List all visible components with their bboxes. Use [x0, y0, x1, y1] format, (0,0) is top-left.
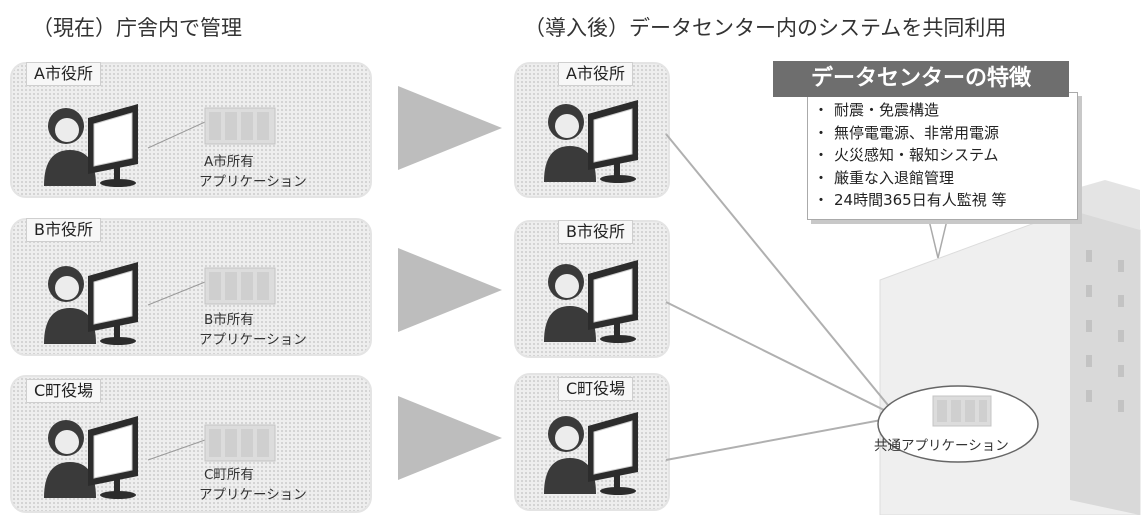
workstation-icon-current-c [44, 416, 138, 499]
person-icon [544, 264, 596, 342]
monitor-icon [88, 416, 138, 499]
after-office-label-a: A市役所 [558, 62, 633, 86]
heading-current: （現在）庁舎内で管理 [32, 16, 242, 40]
person-icon [544, 104, 596, 182]
monitor-icon [88, 262, 138, 345]
person-icon [44, 108, 96, 186]
features-title: データセンターの特徴 [773, 61, 1069, 97]
workstation-icon-after-b [544, 260, 638, 343]
arrow-icon-b [398, 248, 502, 332]
shared-app-label: 共通アプリケーション [874, 438, 1009, 454]
monitor-icon [588, 260, 638, 343]
workstation-icon-current-a [44, 104, 138, 187]
current-office-label-c: C町役場 [26, 379, 102, 403]
monitor-icon [588, 412, 638, 495]
current-office-label-b: B市役所 [26, 218, 101, 242]
current-app-label-c: C町所有 アプリケーション [199, 467, 307, 503]
feature-item: ・火災感知・報知システム [813, 146, 999, 164]
server-rack-icon [204, 267, 276, 305]
after-office-label-b: B市役所 [558, 220, 633, 244]
workstation-icon-current-b [44, 262, 138, 345]
workstation-icon-after-a [544, 100, 638, 183]
server-rack-icon [932, 395, 992, 427]
server-rack-icon [204, 107, 276, 145]
current-connections [147, 107, 276, 462]
current-app-label-a: A市所有 アプリケーション [199, 154, 307, 190]
person-icon [44, 420, 96, 498]
arrow-icon-c [398, 396, 502, 480]
server-rack-icon [204, 424, 276, 462]
bubble-tail [927, 215, 949, 259]
arrow-icon-a [398, 86, 502, 170]
workstation-icon-after-c [544, 412, 638, 495]
heading-after: （導入後）データセンター内のシステムを共同利用 [524, 16, 1007, 40]
current-office-label-a: A市役所 [26, 62, 101, 86]
person-icon [544, 416, 596, 494]
features-list: ・耐震・免震構造 ・無停電電源、非常用電源 ・火災感知・報知システム ・厳重な入… [808, 93, 1077, 212]
feature-item: ・24時間365日有人監視 等 [813, 191, 1007, 209]
feature-item: ・無停電電源、非常用電源 [813, 123, 1000, 142]
monitor-icon [588, 100, 638, 183]
current-app-label-b: B市所有 アプリケーション [199, 312, 307, 348]
feature-item: ・厳重な入退館管理 [813, 168, 955, 187]
features-callout: ・耐震・免震構造 ・無停電電源、非常用電源 ・火災感知・報知システム ・厳重な入… [807, 92, 1078, 220]
monitor-icon [88, 104, 138, 187]
person-icon [44, 266, 96, 344]
feature-item: ・耐震・免震構造 [813, 101, 940, 119]
after-office-label-c: C町役場 [558, 377, 634, 401]
